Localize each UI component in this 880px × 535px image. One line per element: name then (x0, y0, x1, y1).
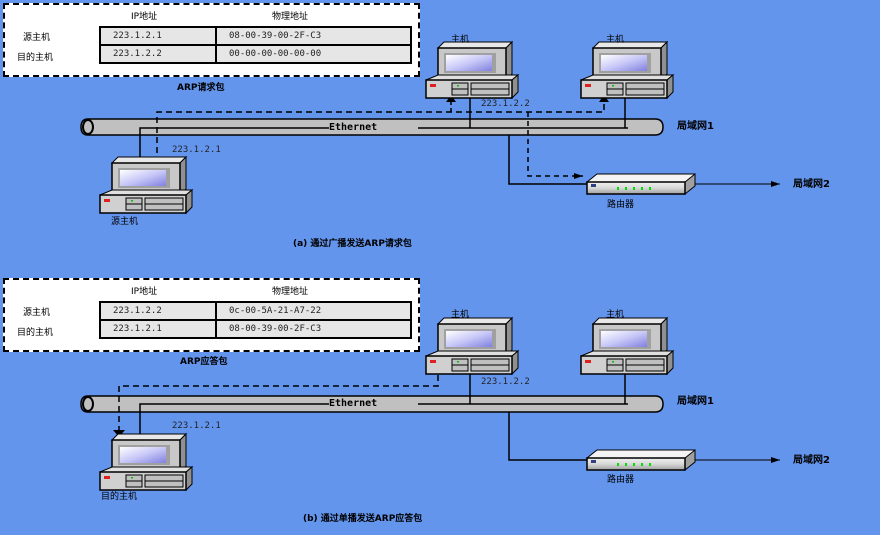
lan1-label: 局域网1 (676, 119, 714, 132)
packet-row-label-source: 源主机 (23, 33, 51, 43)
bus-label-bg (329, 121, 418, 133)
table-row: 223.1.2.2 00-00-00-00-00-00 (99, 44, 412, 64)
source-host-link (139, 127, 329, 163)
bus-label: Ethernet (329, 122, 377, 133)
host2-computer-icon (580, 41, 674, 99)
arp-reply-caption: ARP应答包 (180, 357, 228, 367)
panel-b-caption: (b) 通过单播发送ARP应答包 (303, 512, 422, 524)
packet-header-mac: 物理地址 (272, 287, 309, 297)
panel-b: Ethernet 主机 主机 223.1.2.2 223.1.2.1 目的主机 … (80, 308, 830, 524)
lan1-label: 局域网1 (676, 394, 714, 407)
router-icon (586, 449, 696, 471)
broadcast-to-router (527, 112, 583, 179)
router-link (508, 135, 587, 185)
mac-cell: 08-00-39-00-2F-C3 (215, 26, 412, 46)
router-label: 路由器 (607, 473, 634, 485)
packet-header-ip: IP地址 (131, 287, 158, 297)
host1-label: 主机 (451, 33, 469, 45)
packet-row-label-dest: 目的主机 (17, 328, 54, 338)
router-link (508, 412, 587, 461)
dest-host-link (139, 403, 329, 440)
packet-row-label-source: 源主机 (23, 308, 51, 318)
arp-request-table: 223.1.2.1 08-00-39-00-2F-C3 223.1.2.2 00… (99, 26, 412, 64)
mac-cell: 00-00-00-00-00-00 (215, 44, 412, 64)
ip-cell: 223.1.2.1 (99, 319, 217, 339)
bus-end-cap (82, 396, 94, 412)
ip-cell: 223.1.2.2 (99, 44, 217, 64)
dest-host-ip: 223.1.2.1 (172, 421, 221, 431)
host1-ip: 223.1.2.2 (481, 99, 530, 109)
router-icon (586, 173, 696, 195)
packet-header-ip: IP地址 (131, 12, 158, 22)
dest-host-label: 目的主机 (101, 490, 137, 502)
table-row: 223.1.2.1 08-00-39-00-2F-C3 (99, 26, 412, 46)
source-host-label: 源主机 (111, 215, 138, 227)
bus-label-bg (329, 397, 418, 409)
host2-label: 主机 (606, 308, 624, 320)
lan2-label: 局域网2 (792, 177, 830, 190)
router-label: 路由器 (607, 198, 634, 210)
arp-reply-table: 223.1.2.2 0c-00-5A-21-A7-22 223.1.2.1 08… (99, 301, 412, 339)
host2-computer-icon (580, 317, 674, 375)
panel-a: Ethernet 主机 主机 223.1.2.2 223.1.2.1 源主机 局… (80, 33, 830, 249)
table-row: 223.1.2.1 08-00-39-00-2F-C3 (99, 319, 412, 339)
mac-cell: 0c-00-5A-21-A7-22 (215, 301, 412, 321)
packet-header-mac: 物理地址 (272, 12, 309, 22)
host1-computer-icon (425, 41, 519, 99)
ip-cell: 223.1.2.1 (99, 26, 217, 46)
bus-end-cap (82, 119, 94, 135)
packet-row-label-dest: 目的主机 (17, 53, 54, 63)
arp-request-caption: ARP请求包 (177, 83, 225, 93)
host1-label: 主机 (451, 308, 469, 320)
mac-cell: 08-00-39-00-2F-C3 (215, 319, 412, 339)
broadcast-path (156, 100, 605, 163)
unicast-path (118, 375, 439, 430)
source-host-computer-icon (99, 156, 193, 214)
source-host-ip: 223.1.2.1 (172, 145, 221, 155)
host2-label: 主机 (606, 33, 624, 45)
host1-ip: 223.1.2.2 (481, 377, 530, 387)
panel-a-caption: (a) 通过广播发送ARP请求包 (293, 237, 412, 249)
table-row: 223.1.2.2 0c-00-5A-21-A7-22 (99, 301, 412, 321)
host1-computer-icon (425, 317, 519, 375)
ip-cell: 223.1.2.2 (99, 301, 217, 321)
bus-label: Ethernet (329, 398, 377, 409)
dest-host-computer-icon (99, 433, 193, 491)
lan2-label: 局域网2 (792, 453, 830, 466)
